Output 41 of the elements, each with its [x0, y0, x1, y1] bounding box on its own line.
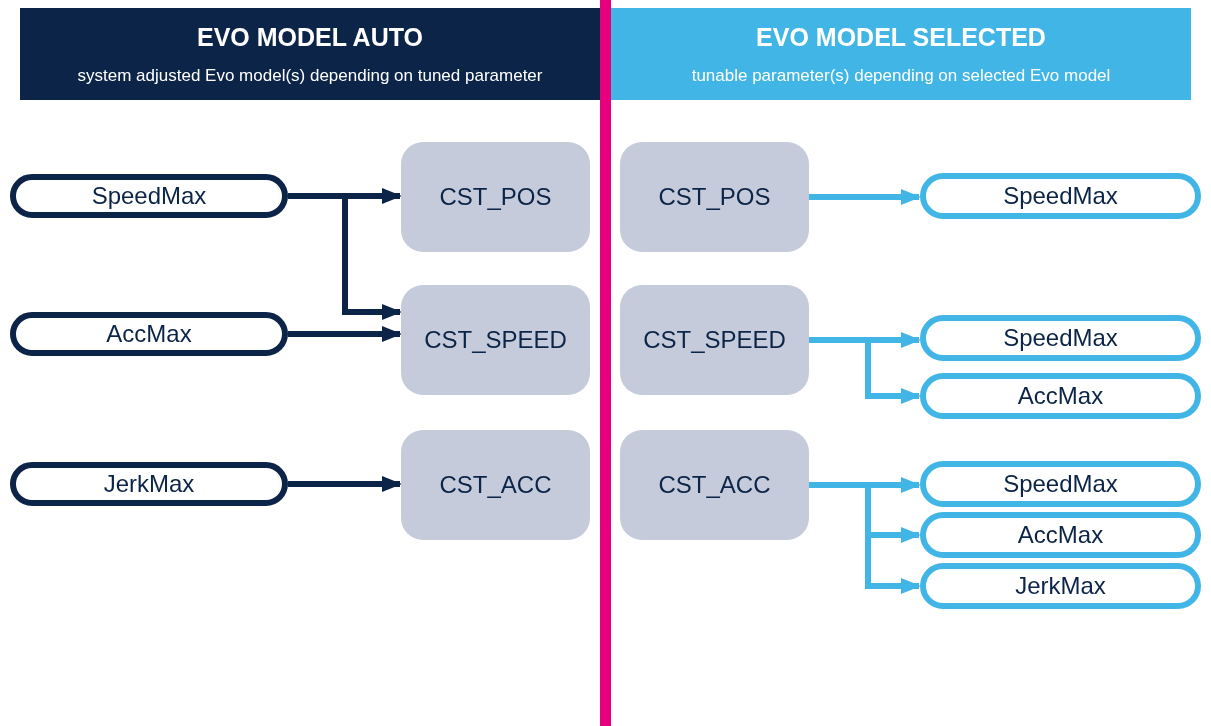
model-box	[620, 142, 809, 252]
model-label: CST_SPEED	[424, 326, 567, 354]
arrow	[288, 476, 402, 492]
parameter-pill	[920, 173, 1201, 219]
parameter-pill	[920, 512, 1201, 558]
parameter-pill	[920, 373, 1201, 419]
parameter-label: SpeedMax	[1003, 324, 1118, 352]
arrow	[288, 193, 402, 320]
parameter-pill	[10, 462, 288, 506]
model-box	[401, 430, 590, 540]
model-box	[620, 430, 809, 540]
model-label: CST_ACC	[439, 471, 552, 499]
parameter-pill	[10, 174, 288, 218]
parameter-pill	[10, 312, 288, 356]
parameter-pill	[920, 563, 1201, 609]
parameter-label: SpeedMax	[1003, 182, 1118, 210]
model-label: CST_POS	[658, 183, 771, 211]
header-subtitle: system adjusted Evo model(s) depending on tuned parameter	[77, 65, 543, 86]
model-label: CST_ACC	[658, 471, 771, 499]
header-subtitle: tunable parameter(s) depending on selected Evo model	[691, 65, 1111, 86]
parameter-label: AccMax	[106, 320, 192, 348]
model-label: CST_SPEED	[643, 326, 786, 354]
model-box	[620, 285, 809, 395]
parameter-label: AccMax	[1017, 382, 1104, 410]
parameter-label: SpeedMax	[91, 182, 207, 210]
arrow	[809, 337, 921, 404]
parameter-pill	[920, 461, 1201, 507]
parameter-label: SpeedMax	[1003, 470, 1118, 498]
model-box	[401, 142, 590, 252]
header-title: EVO MODEL AUTO	[197, 22, 423, 52]
header-banner	[611, 8, 1191, 100]
arrow	[809, 189, 921, 205]
header-title: EVO MODEL SELECTED	[756, 22, 1046, 52]
parameter-pill	[920, 315, 1201, 361]
header-banner	[20, 8, 600, 100]
parameter-label: JerkMax	[103, 470, 195, 498]
parameter-label: AccMax	[1017, 521, 1104, 549]
model-label: CST_POS	[439, 183, 552, 211]
model-box	[401, 285, 590, 395]
parameter-label: JerkMax	[1015, 572, 1106, 600]
arrow	[288, 326, 402, 342]
